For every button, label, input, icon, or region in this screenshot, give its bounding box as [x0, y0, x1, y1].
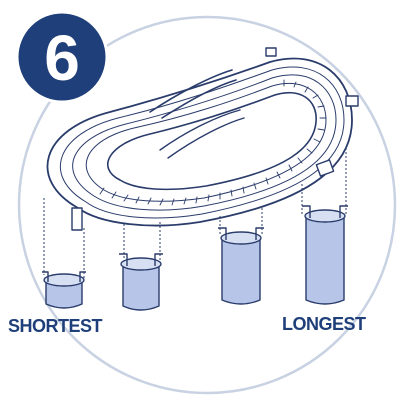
step-badge: 6	[17, 12, 107, 102]
rail-bracket-4	[266, 48, 276, 56]
step-number: 6	[44, 22, 80, 94]
leg-longest	[302, 206, 348, 304]
label-shortest: SHORTEST	[8, 316, 103, 336]
leg-short	[119, 254, 163, 310]
rail-bracket-1	[72, 208, 82, 230]
label-longest: LONGEST	[282, 314, 366, 334]
rail-bracket-3	[346, 96, 358, 106]
leg-long	[218, 228, 264, 304]
leg-shortest	[42, 272, 86, 308]
